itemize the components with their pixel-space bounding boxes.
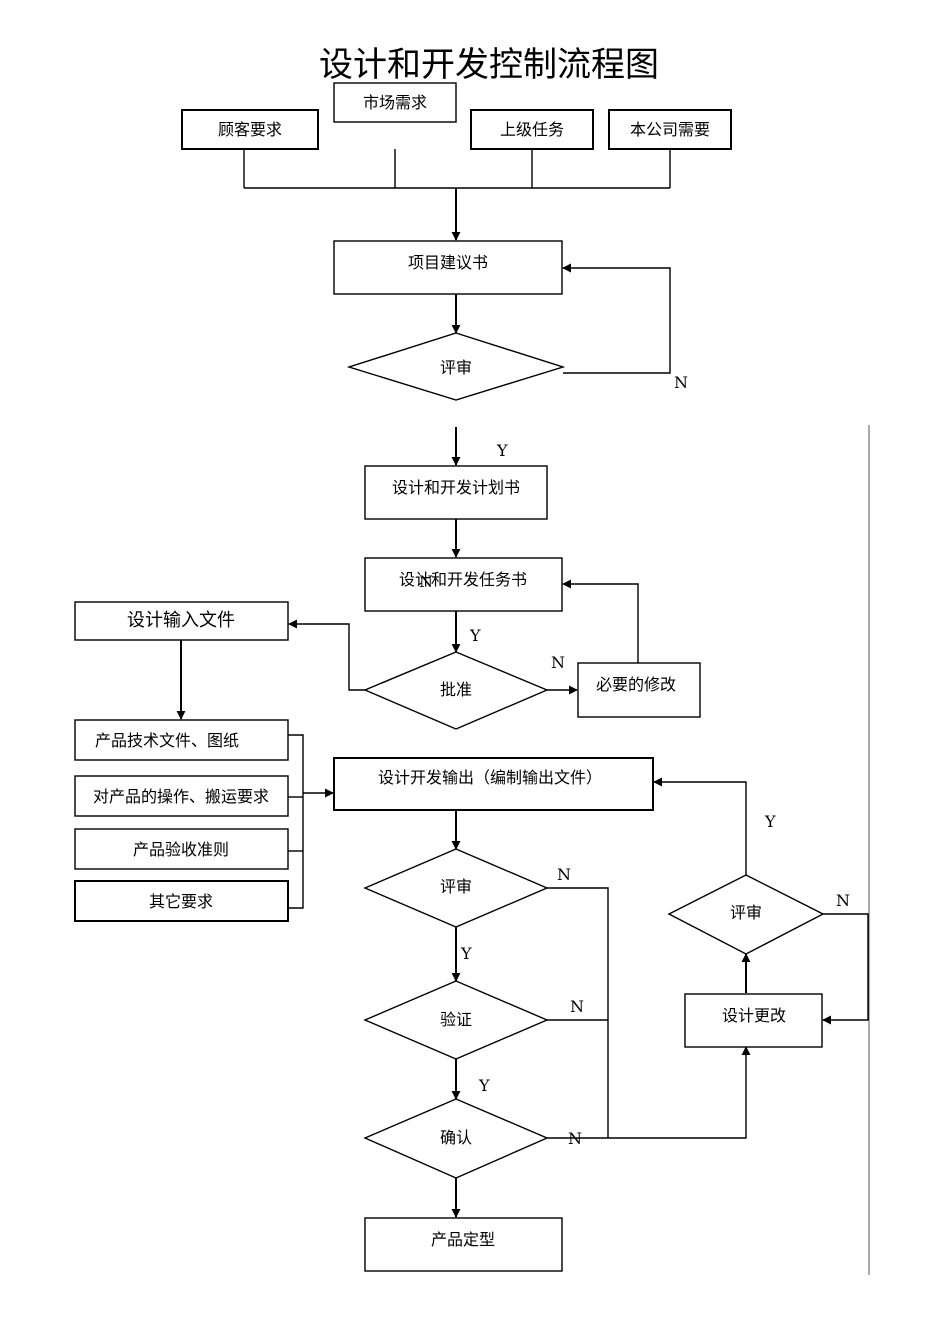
edge-review3-yes-to-output	[653, 777, 747, 875]
node-superior-box	[470, 109, 594, 150]
edge-confirm-no-to-change	[547, 1046, 751, 1139]
node-change-label: 设计更改	[722, 1006, 786, 1025]
node-handling-box	[74, 775, 289, 817]
node-verify-label: 验证	[440, 1010, 472, 1029]
label-approve-yes: Y	[469, 626, 481, 645]
label-task-no: N	[419, 572, 433, 591]
node-confirm-diamond	[363, 1098, 549, 1179]
edge-review1-no-loop	[562, 263, 671, 374]
node-proposal-label: 项目建议书	[408, 253, 488, 272]
label-review2-yes: Y	[460, 944, 472, 963]
label-approve-no: N	[551, 653, 565, 672]
edge-review3-no-to-change	[822, 913, 869, 1025]
node-input-doc-box	[74, 601, 289, 641]
node-review3-diamond	[667, 874, 825, 955]
label-confirm-no: N	[568, 1129, 582, 1148]
node-proposal-box	[333, 240, 563, 295]
node-other-label: 其它要求	[149, 892, 213, 911]
node-review2-label: 评审	[440, 877, 472, 896]
node-task-box	[364, 557, 563, 612]
node-modify-label: 必要的修改	[596, 675, 676, 694]
node-modify-box	[577, 662, 701, 718]
label-review3-no: N	[836, 891, 850, 910]
node-confirm-label: 确认	[440, 1128, 472, 1147]
node-market-label: 市场需求	[363, 93, 427, 112]
node-output-label: 设计开发输出（编制输出文件）	[378, 768, 602, 787]
node-market-box	[333, 82, 457, 123]
node-tech-doc-box	[74, 719, 289, 761]
label-verify-no: N	[570, 997, 584, 1016]
node-approve-diamond	[363, 651, 549, 730]
node-task-label: 设计和开发任务书	[399, 570, 527, 589]
edge-approve-to-input-doc	[288, 619, 365, 691]
node-finalize-box	[364, 1217, 563, 1272]
node-change-box	[684, 993, 823, 1048]
label-review1-yes: Y	[496, 441, 508, 460]
node-acceptance-label: 产品验收准则	[133, 840, 229, 859]
node-verify-diamond	[363, 980, 549, 1060]
node-other-box	[74, 880, 289, 922]
page-title: 设计和开发控制流程图	[319, 45, 659, 85]
node-review3-label: 评审	[730, 903, 762, 922]
node-review1-diamond	[346, 332, 566, 401]
node-acceptance-box	[74, 828, 289, 870]
node-tech-doc-label: 产品技术文件、图纸	[95, 731, 239, 750]
node-plan-label: 设计和开发计划书	[392, 478, 520, 497]
node-company-box	[608, 109, 732, 150]
node-review1-label: 评审	[440, 358, 472, 377]
label-verify-yes: Y	[478, 1076, 490, 1095]
node-customer-label: 顾客要求	[218, 120, 282, 139]
node-company-label: 本公司需要	[630, 120, 710, 139]
edge-modify-to-task	[562, 579, 639, 663]
node-plan-box	[364, 465, 548, 520]
label-review2-no: N	[557, 865, 571, 884]
node-input-doc-label: 设计输入文件	[127, 610, 235, 631]
node-output-box	[333, 757, 654, 811]
label-review1-no: N	[674, 373, 688, 392]
node-customer-box	[181, 109, 319, 150]
edge-bracket-tech-doc	[288, 734, 304, 909]
node-finalize-label: 产品定型	[431, 1230, 495, 1249]
edge-review2-no	[547, 887, 609, 1138]
node-handling-label: 对产品的操作、搬运要求	[93, 787, 269, 806]
node-superior-label: 上级任务	[500, 120, 564, 139]
node-approve-label: 批准	[440, 680, 472, 699]
node-review2-diamond	[363, 848, 549, 928]
label-review3-yes: Y	[764, 812, 776, 831]
